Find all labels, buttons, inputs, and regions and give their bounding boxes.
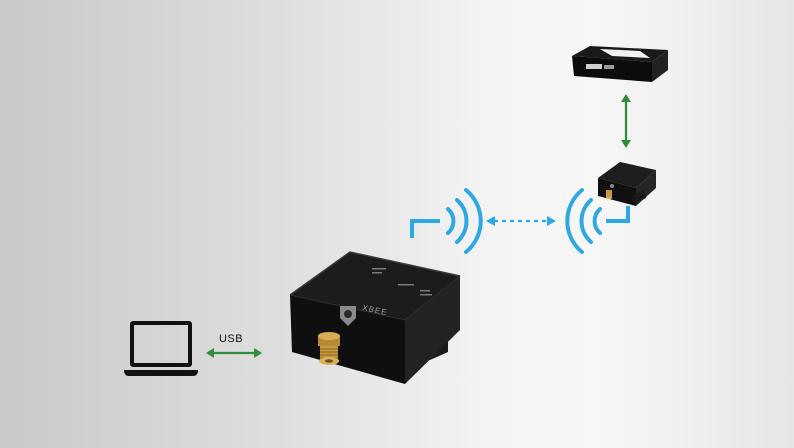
usb-link-label: USB xyxy=(218,333,244,345)
wifi-wave-icon xyxy=(410,188,483,254)
antenna-connector xyxy=(318,332,340,365)
wireless-link-arrow xyxy=(486,216,556,226)
modem-logo xyxy=(340,306,356,326)
remote-radio-modem xyxy=(598,162,656,206)
radio-modem: XBEE xyxy=(289,251,461,384)
device-link-arrow xyxy=(621,94,631,148)
wifi-wave-icon xyxy=(565,188,630,254)
controller-device xyxy=(572,46,668,82)
laptop-icon xyxy=(124,321,198,376)
usb-link-arrow xyxy=(206,348,262,358)
